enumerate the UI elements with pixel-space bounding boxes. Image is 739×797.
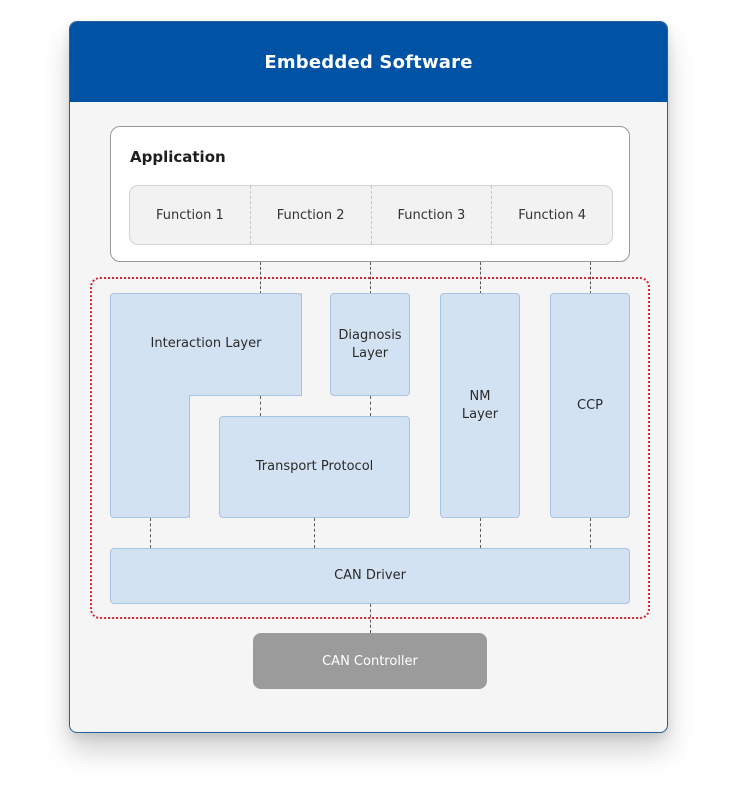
- interaction-layer-step: [189, 395, 302, 396]
- function-row: Function 1 Function 2 Function 3 Functio…: [129, 185, 613, 245]
- function-1: Function 1: [156, 207, 224, 223]
- ccp-layer-label: CCP: [577, 397, 603, 413]
- can-controller-label: CAN Controller: [322, 653, 418, 669]
- interaction-layer-fill-fix: [111, 382, 189, 396]
- panel-title: Embedded Software: [264, 51, 473, 73]
- function-4: Function 4: [491, 186, 612, 244]
- connector-interaction-transport: [260, 396, 261, 416]
- can-driver-label: CAN Driver: [334, 568, 406, 583]
- application-title: Application: [130, 148, 226, 166]
- nm-layer: NM Layer: [440, 293, 520, 518]
- interaction-layer: Interaction Layer: [110, 293, 302, 396]
- interaction-layer-step-v: [189, 395, 190, 518]
- diagnosis-layer-label-2: Layer: [351, 345, 389, 361]
- nm-layer-label-1: NM: [469, 388, 491, 404]
- application-block: Application Function 1 Function 2 Functi…: [110, 126, 630, 262]
- diagnosis-layer-label-1: Diagnosis: [338, 327, 402, 343]
- panel-header: Embedded Software: [70, 22, 667, 102]
- connector-nm-candriver: [480, 518, 481, 548]
- diagnosis-layer: Diagnosis Layer: [330, 293, 410, 396]
- interaction-layer-label: Interaction Layer: [150, 336, 262, 351]
- function-3: Function 3: [370, 186, 492, 244]
- interaction-layer-right-edge: [301, 293, 302, 396]
- embedded-software-panel: Embedded Software Application Function 1…: [69, 21, 668, 733]
- can-controller: CAN Controller: [253, 633, 487, 689]
- connector-interaction-candriver: [150, 518, 151, 548]
- transport-protocol-layer: Transport Protocol: [219, 416, 410, 518]
- connector-driver-controller: [370, 604, 371, 633]
- nm-layer-label-2: Layer: [461, 406, 499, 422]
- connector-ccp-candriver: [590, 518, 591, 548]
- function-2: Function 2: [249, 186, 371, 244]
- connector-diagnosis-transport: [370, 396, 371, 416]
- transport-protocol-label: Transport Protocol: [255, 459, 374, 474]
- can-driver-layer: CAN Driver: [110, 548, 630, 604]
- connector-transport-candriver: [314, 518, 315, 548]
- ccp-layer: CCP: [550, 293, 630, 518]
- interaction-layer-lower: [110, 382, 190, 518]
